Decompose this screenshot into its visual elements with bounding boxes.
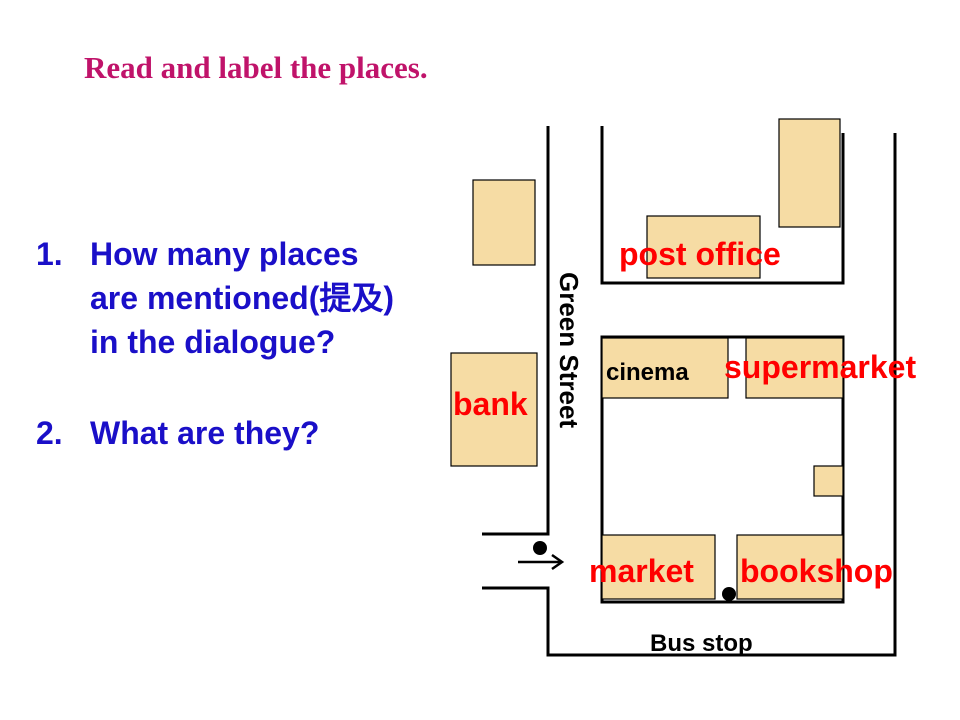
place-label-market: market — [589, 553, 694, 589]
buildings — [450, 118, 844, 600]
question-2: 2. What are they? — [36, 411, 456, 455]
question-2-number: 2. — [36, 415, 63, 451]
question-1: 1. How many places are mentioned(提及) in … — [36, 232, 456, 364]
question-1-line-2: are mentioned(提及) — [90, 280, 395, 316]
question-1-number: 1. — [36, 236, 63, 272]
building-post-office — [646, 215, 761, 279]
building-top-right — [778, 118, 841, 228]
building-cinema — [601, 337, 729, 399]
street-curb-left-lower — [482, 133, 897, 657]
slide-title: Read and label the places. — [84, 50, 428, 85]
bus-stop-dot — [722, 587, 736, 601]
building-market — [601, 534, 716, 600]
place-label-post-office: post office — [619, 236, 781, 272]
building-small — [813, 465, 844, 497]
place-label-bookshop: bookshop — [740, 553, 893, 589]
start-point-dot — [533, 541, 547, 555]
street-name-label: Green Street — [554, 272, 584, 428]
question-1-line-1: How many places — [90, 236, 359, 272]
building-left-top — [472, 179, 536, 266]
question-1-line-3: in the dialogue? — [90, 324, 336, 360]
bus-stop-label: Bus stop — [650, 630, 753, 657]
direction-arrow-icon — [518, 553, 565, 571]
building-bank — [450, 352, 538, 467]
building-bookshop — [736, 534, 844, 600]
place-label-supermarket: supermarket — [724, 349, 916, 385]
question-2-line-1: What are they? — [90, 415, 320, 451]
place-label-bank: bank — [453, 386, 528, 422]
building-supermarket — [745, 337, 844, 399]
place-label-cinema: cinema — [606, 359, 689, 386]
block-outline-top — [600, 126, 845, 285]
street-curb-left-upper — [482, 126, 550, 536]
